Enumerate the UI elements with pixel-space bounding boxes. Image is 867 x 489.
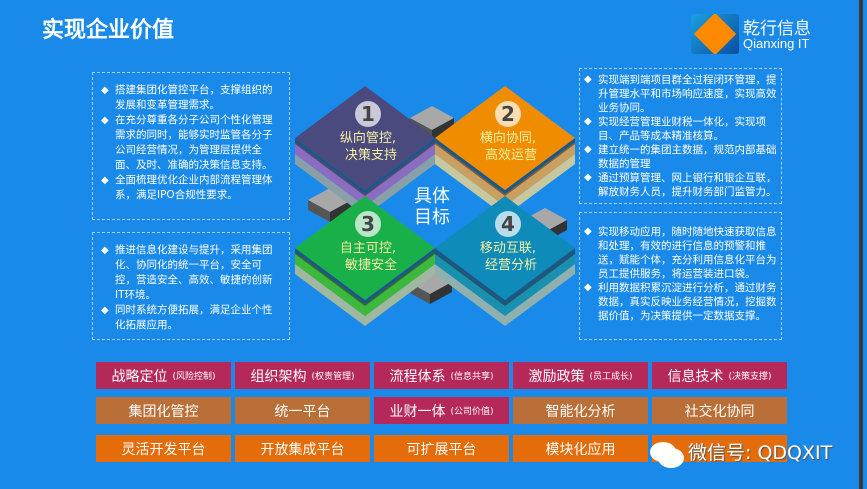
bullet-item: 利用数据积累沉淀进行分析，通过财务数据，真实反映业务经营情况，挖掘数据价值，为决… (584, 281, 778, 323)
objective-diamond-2: 2 横向协同,高效运营 (435, 86, 575, 216)
bullet-item: 搭建集团化管控平台，支撑组织的发展和变革管理需求。 (101, 83, 281, 113)
objective-line1: 自主可控, (340, 241, 396, 256)
cell-subtitle: (信息共享) (450, 372, 494, 382)
cell-title: 流程体系 (389, 368, 446, 385)
connector-block (408, 270, 452, 294)
objective-line1: 横向协同, (480, 130, 536, 146)
number-label: 1 (361, 102, 375, 126)
grid-cell: 可扩展平台 (374, 435, 509, 462)
bullet-item: 建立统一的集团主数据，规范内部基础数据的管理 (584, 143, 778, 171)
bullet-item: 实现端到端项目群全过程闭环管理，提升管理水平和市场响应速度，实现高效业务协同。 (584, 73, 778, 115)
wechat-icon (650, 441, 676, 462)
cell-title: 集团化管控 (128, 403, 199, 420)
cell-title: 模块化应用 (545, 441, 616, 458)
connector-block (523, 208, 567, 232)
cell-title: 可扩展平台 (406, 441, 477, 458)
logo-icon (691, 14, 739, 54)
objective-line2: 经营分析 (485, 258, 537, 273)
cell-subtitle: (风险控制) (172, 372, 216, 382)
grid-cell: 灵活开发平台 (96, 435, 231, 462)
bullet-item: 全面梳理优化企业内部流程管理体系，满足IPO合规性要求。 (101, 173, 281, 203)
center-label: 具体 目标 (414, 186, 450, 228)
grid-cell: 流程体系 (信息共享) (374, 362, 509, 389)
cell-title: 灵活开发平台 (121, 441, 206, 458)
grid-cell: 智能化分析 (513, 397, 648, 424)
grid-cell: 战略定位 (风险控制) (96, 362, 231, 389)
connector-block (308, 188, 352, 212)
bullet-item: 实现经营管理业财税一体化，实现项目、产品等成本精准核算。 (584, 115, 778, 143)
bullet-item: 在充分尊重各分子公司个性化管理需求的同时，能够实时监管各分子公司经营情况，为管理… (101, 113, 281, 173)
number-badge (355, 101, 381, 127)
text-box-top-right: 实现端到端项目群全过程闭环管理，提升管理水平和市场响应速度，实现高效业务协同。实… (579, 68, 782, 204)
number-badge (495, 211, 521, 237)
text-box-bottom-right: 实现移动应用，随时随地快速获取信息和处理，有效的进行信息的预警和推送，赋能个体，… (579, 212, 782, 340)
objective-line2: 高效运营 (485, 147, 537, 163)
connector-block (410, 106, 454, 130)
logo-en: Qianxing IT (743, 36, 810, 51)
cell-title: 开放集成平台 (260, 441, 345, 458)
cell-title: 组织架构 (250, 368, 307, 385)
cell-title: 激励政策 (528, 368, 585, 385)
grid-cell: 信息技术 (决策支撑) (652, 362, 787, 389)
grid-cell: 统一平台 (235, 397, 370, 424)
bullet-item: 同时系统方便拓展，满足企业个性化拓展应用。 (101, 303, 281, 333)
grid-cell: 开放集成平台 (235, 435, 370, 462)
cell-subtitle: (公司价值) (450, 407, 494, 417)
objective-line1: 纵向管控, (340, 130, 396, 146)
grid-cell: 组织架构 (权责管理) (235, 362, 370, 389)
page-title: 实现企业价值 (42, 18, 175, 43)
bullet-item: 推进信息化建设与提升，采用集团化、协同化的统一平台，安全可控，营造安全、高效、敏… (101, 243, 281, 303)
grid-cell: 激励政策 (员工成长) (513, 362, 648, 389)
grid-cell: 业财一体 (公司价值) (374, 397, 509, 424)
cell-title: 统一平台 (274, 403, 331, 420)
number-label: 4 (501, 212, 515, 236)
objective-line2: 敏捷安全 (345, 257, 397, 273)
number-label: 2 (501, 102, 515, 126)
objective-line1: 移动互联, (480, 241, 536, 256)
grid-cell: 社交化协同 (652, 397, 787, 424)
watermark: 微信号: QDQXIT (650, 438, 832, 465)
cell-title: 信息技术 (667, 368, 724, 385)
bullet-item: 实现移动应用，随时随地快速获取信息和处理，有效的进行信息的预警和推送，赋能个体，… (584, 225, 778, 281)
objective-line2: 决策支持 (345, 147, 397, 163)
text-box-bottom-left: 推进信息化建设与提升，采用集团化、协同化的统一平台，安全可控，营造安全、高效、敏… (92, 232, 290, 340)
cell-title: 战略定位 (111, 368, 168, 385)
cell-subtitle: (员工成长) (589, 372, 633, 382)
cell-subtitle: (决策支撑) (728, 372, 772, 382)
logo-cn: 乾行信息 (743, 19, 811, 39)
grid-cell: 模块化应用 (513, 435, 648, 462)
text-box-top-left: 搭建集团化管控平台，支撑组织的发展和变革管理需求。在充分尊重各分子公司个性化管理… (92, 72, 290, 220)
grid-cell: 集团化管控 (96, 397, 231, 424)
number-label: 3 (361, 212, 375, 236)
cell-title: 智能化分析 (545, 403, 616, 420)
cell-title: 业财一体 (389, 403, 446, 420)
objective-diamond-4: 4 移动互联, 经营分析 (435, 196, 575, 326)
bullet-item: 通过预算管理、网上银行和银企互联，解放财务人员，提升财务部门监管力。 (584, 171, 778, 199)
number-badge (355, 211, 381, 237)
cell-subtitle: (权责管理) (311, 372, 355, 382)
number-badge (495, 101, 521, 127)
cell-title: 社交化协同 (684, 403, 755, 420)
